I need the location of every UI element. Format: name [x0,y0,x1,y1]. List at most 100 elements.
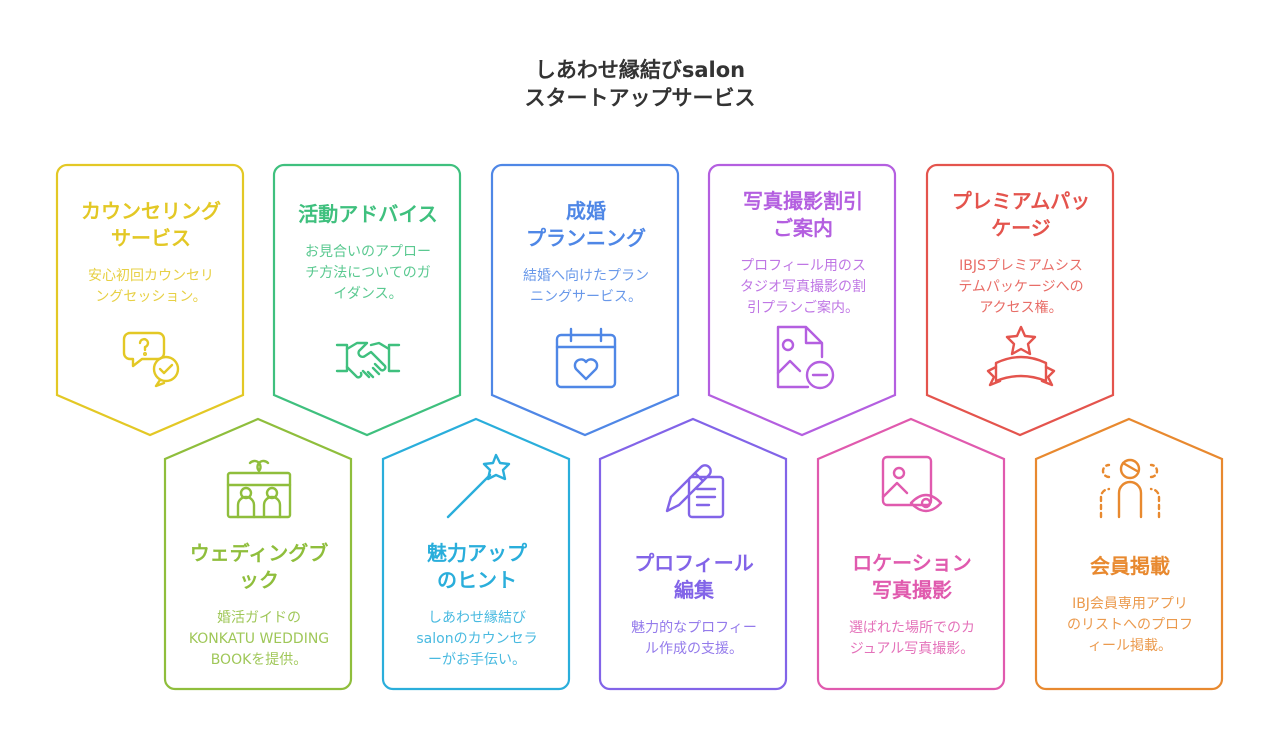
photo-eye-icon [881,455,943,513]
diagram-title: しあわせ縁結びsalon スタートアップサービス [0,56,1280,112]
pen-document-icon [665,464,725,519]
card-title-line: 会員掲載 [1090,554,1170,578]
card-description-line: KONKATU WEDDING [188,630,330,647]
card-description: 結婚へ向けたプランニングサービス。 [523,266,649,308]
card-description-line: 引プランご案内。 [747,299,859,316]
card-description-line: ングセッション。 [95,289,207,305]
handshake-icon [335,341,401,379]
card-shape [490,163,680,437]
card-text: カウンセリングサービス安心初回カウンセリングセッション。 [67,177,235,329]
card-description-line: ニングサービス。 [530,289,642,305]
card-title: 成婚プランニング [526,198,646,252]
card-description: しあわせ縁結び salonのカウンセラーがお手伝い。 [416,608,537,671]
service-card: 成婚プランニング結婚へ向けたプランニングサービス。 [490,163,682,437]
card-title-line: ック [238,567,279,592]
card-description-line: ジュアル写真撮影。 [849,641,975,657]
card-title-line: 成婚 [566,199,606,223]
card-title-line: のヒント [437,567,517,592]
card-description: プロフィール用のスタジオ写真撮影の割引プランご案内。 [740,256,866,319]
card-description-line: お見合いのアプロー [305,244,431,260]
card-title: 写真撮影割引ご案内 [743,188,863,242]
card-title-line: 活動アドバイス [298,202,438,226]
card-description-line: ィール掲載。 [1088,638,1172,654]
card-title: カウンセリングサービス [81,198,221,252]
card-description-line: 結婚へ向けたプラン [523,268,649,284]
card-description-line: 安心初回カウンセリ [88,268,214,284]
card-shape [816,417,1006,691]
card-title-line: 魅力アップ [427,540,527,565]
card-title: 活動アドバイス [298,201,437,228]
card-description: 魅力的なプロフィール作成の支援。 [631,618,757,660]
card-shape [707,163,897,437]
card-description: IBJSプレミアムシステムパッケージへのアクセス権。 [958,256,1083,319]
service-card: 活動アドバイスお見合いのアプローチ方法についてのガイダンス。 [272,163,464,437]
card-title: ロケーション写真撮影 [852,550,972,604]
card-shape [1034,417,1224,691]
card-description: 安心初回カウンセリングセッション。 [88,266,214,308]
card-title: プレミアムパッケージ [952,188,1091,242]
card-title-line: ケージ [991,215,1051,240]
card-description-line: アクセス権。 [979,299,1063,316]
card-shape [381,417,571,691]
title-line: スタートアップサービス [524,86,756,110]
service-card: ウェディングブック婚活ガイドの KONKATU WEDDING BOOKを提供。 [163,417,355,691]
title-line: しあわせ縁結びsalon [534,58,746,82]
service-card: 会員掲載 IBJ会員専用アプリのリストへのプロフィール掲載。 [1034,417,1226,691]
card-description-line: タジオ写真撮影の割 [740,278,866,295]
card-description-line: salonのカウンセラ [416,630,538,647]
card-text: 会員掲載 IBJ会員専用アプリのリストへのプロフィール掲載。 [1046,535,1214,675]
service-card: ロケーション写真撮影選ばれた場所でのカジュアル写真撮影。 [816,417,1008,691]
card-description-line: テムパッケージへの [958,278,1084,295]
card-shape [272,163,462,437]
card-text: 成婚プランニング結婚へ向けたプランニングサービス。 [502,177,670,329]
card-title-line: サービス [111,226,191,250]
card-description-line: BOOKを提供。 [210,651,308,668]
magic-wand-icon [446,453,511,519]
card-text: 写真撮影割引ご案内プロフィール用のスタジオ写真撮影の割引プランご案内。 [719,177,887,329]
card-description-line: IBJSプレミアムシス [959,257,1083,274]
card-text: 活動アドバイスお見合いのアプローチ方法についてのガイダンス。 [284,177,452,329]
card-description-line: のリストへのプロフ [1067,617,1193,633]
card-title: 魅力アップのヒント [427,540,527,594]
card-shape [163,417,353,691]
card-description: IBJ会員専用アプリのリストへのプロフィール掲載。 [1067,594,1193,657]
service-card: 魅力アップのヒントしあわせ縁結び salonのカウンセラーがお手伝い。 [381,417,573,691]
card-title-line: 編集 [673,578,714,602]
card-title-line: プロフィール [634,551,754,575]
card-text: ウェディングブック婚活ガイドの KONKATU WEDDING BOOKを提供。 [175,535,343,675]
photo-file-discount-icon [776,325,835,390]
card-description-line: チ方法についてのガ [305,265,431,281]
card-description-line: 婚活ガイドの [217,609,301,626]
service-card: プロフィール編集魅力的なプロフィール作成の支援。 [598,417,790,691]
service-card: カウンセリングサービス安心初回カウンセリングセッション。 [55,163,247,437]
card-title-line: 写真撮影割引 [743,188,863,213]
card-title-line: プランニング [526,226,646,250]
chat-question-check-icon [122,331,180,388]
card-description-line: ル作成の支援。 [644,641,743,657]
card-title-line: 写真撮影 [871,578,952,602]
service-card: プレミアムパッケージ IBJSプレミアムシステムパッケージへのアクセス権。 [925,163,1117,437]
member-group-icon [1099,458,1161,519]
card-title: プロフィール編集 [634,550,754,604]
card-shape [598,417,788,691]
card-description-line: プロフィール用のス [740,257,866,274]
card-description-line: ーがお手伝い。 [427,651,526,668]
card-title-line: カウンセリング [81,199,221,223]
service-card: 写真撮影割引ご案内プロフィール用のスタジオ写真撮影の割引プランご案内。 [707,163,899,437]
card-description: 選ばれた場所でのカジュアル写真撮影。 [849,618,975,660]
gift-couple-icon [226,459,292,519]
card-title-line: ウェディングブ [189,540,329,565]
card-shape [925,163,1115,437]
card-description: お見合いのアプローチ方法についてのガイダンス。 [305,242,431,305]
card-description-line: しあわせ縁結び [427,609,526,626]
card-description-line: 選ばれた場所でのカ [849,620,975,636]
card-description-line: IBJ会員専用アプリ [1072,596,1188,612]
card-title-line: プレミアムパッ [951,188,1091,213]
card-text: 魅力アップのヒントしあわせ縁結び salonのカウンセラーがお手伝い。 [393,535,561,675]
card-description-line: イダンス。 [333,286,403,302]
card-title-line: ご案内 [773,215,833,240]
card-text: ロケーション写真撮影選ばれた場所でのカジュアル写真撮影。 [828,535,996,675]
card-title: 会員掲載 [1090,553,1170,580]
card-description-line: 魅力的なプロフィー [631,620,757,636]
card-text: プレミアムパッケージ IBJSプレミアムシステムパッケージへのアクセス権。 [937,177,1105,329]
